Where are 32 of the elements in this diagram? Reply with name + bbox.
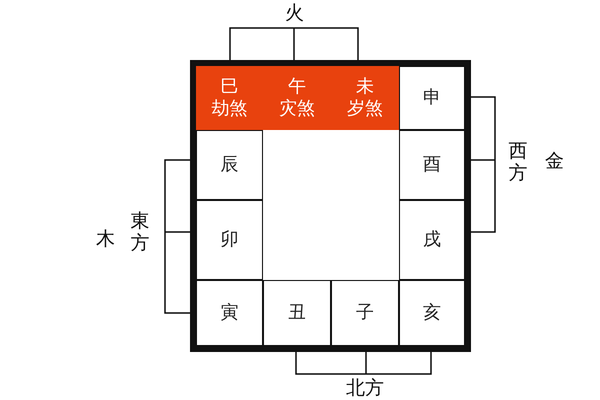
branch-label: 戌 — [423, 229, 441, 251]
grid-cell — [399, 130, 465, 200]
element-label: 木 — [96, 228, 115, 250]
sha-label: 劫煞 — [212, 98, 248, 120]
sha-label: 灾煞 — [279, 98, 315, 120]
grid-cell — [263, 280, 331, 346]
branch-label: 午 — [288, 76, 306, 98]
branch-label: 丑 — [288, 302, 306, 324]
branch-label: 亥 — [423, 302, 441, 324]
direction-label: 北方 — [346, 377, 384, 399]
element-label: 金 — [545, 150, 564, 172]
element-label: 火 — [285, 2, 304, 24]
grid-cell — [196, 200, 263, 280]
direction-label: 西方 — [508, 140, 528, 184]
highlighted-cell — [331, 66, 399, 130]
grid-cell — [196, 280, 263, 346]
direction-label: 東方 — [130, 210, 150, 254]
sha-label: 岁煞 — [347, 98, 383, 120]
grid-cell — [399, 66, 465, 130]
grid-cell — [399, 200, 465, 280]
branch-label: 寅 — [220, 302, 238, 324]
grid-cell — [196, 130, 263, 200]
branch-label: 酉 — [423, 154, 441, 176]
branch-label: 巳 — [220, 76, 238, 98]
branch-label: 辰 — [220, 154, 238, 176]
grid-cell — [331, 280, 399, 346]
highlighted-cell — [196, 66, 263, 130]
branch-label: 申 — [423, 87, 441, 109]
branch-label: 未 — [356, 76, 374, 98]
branch-label: 卯 — [220, 229, 238, 251]
grid-cell — [399, 280, 465, 346]
branch-label: 子 — [356, 302, 374, 324]
